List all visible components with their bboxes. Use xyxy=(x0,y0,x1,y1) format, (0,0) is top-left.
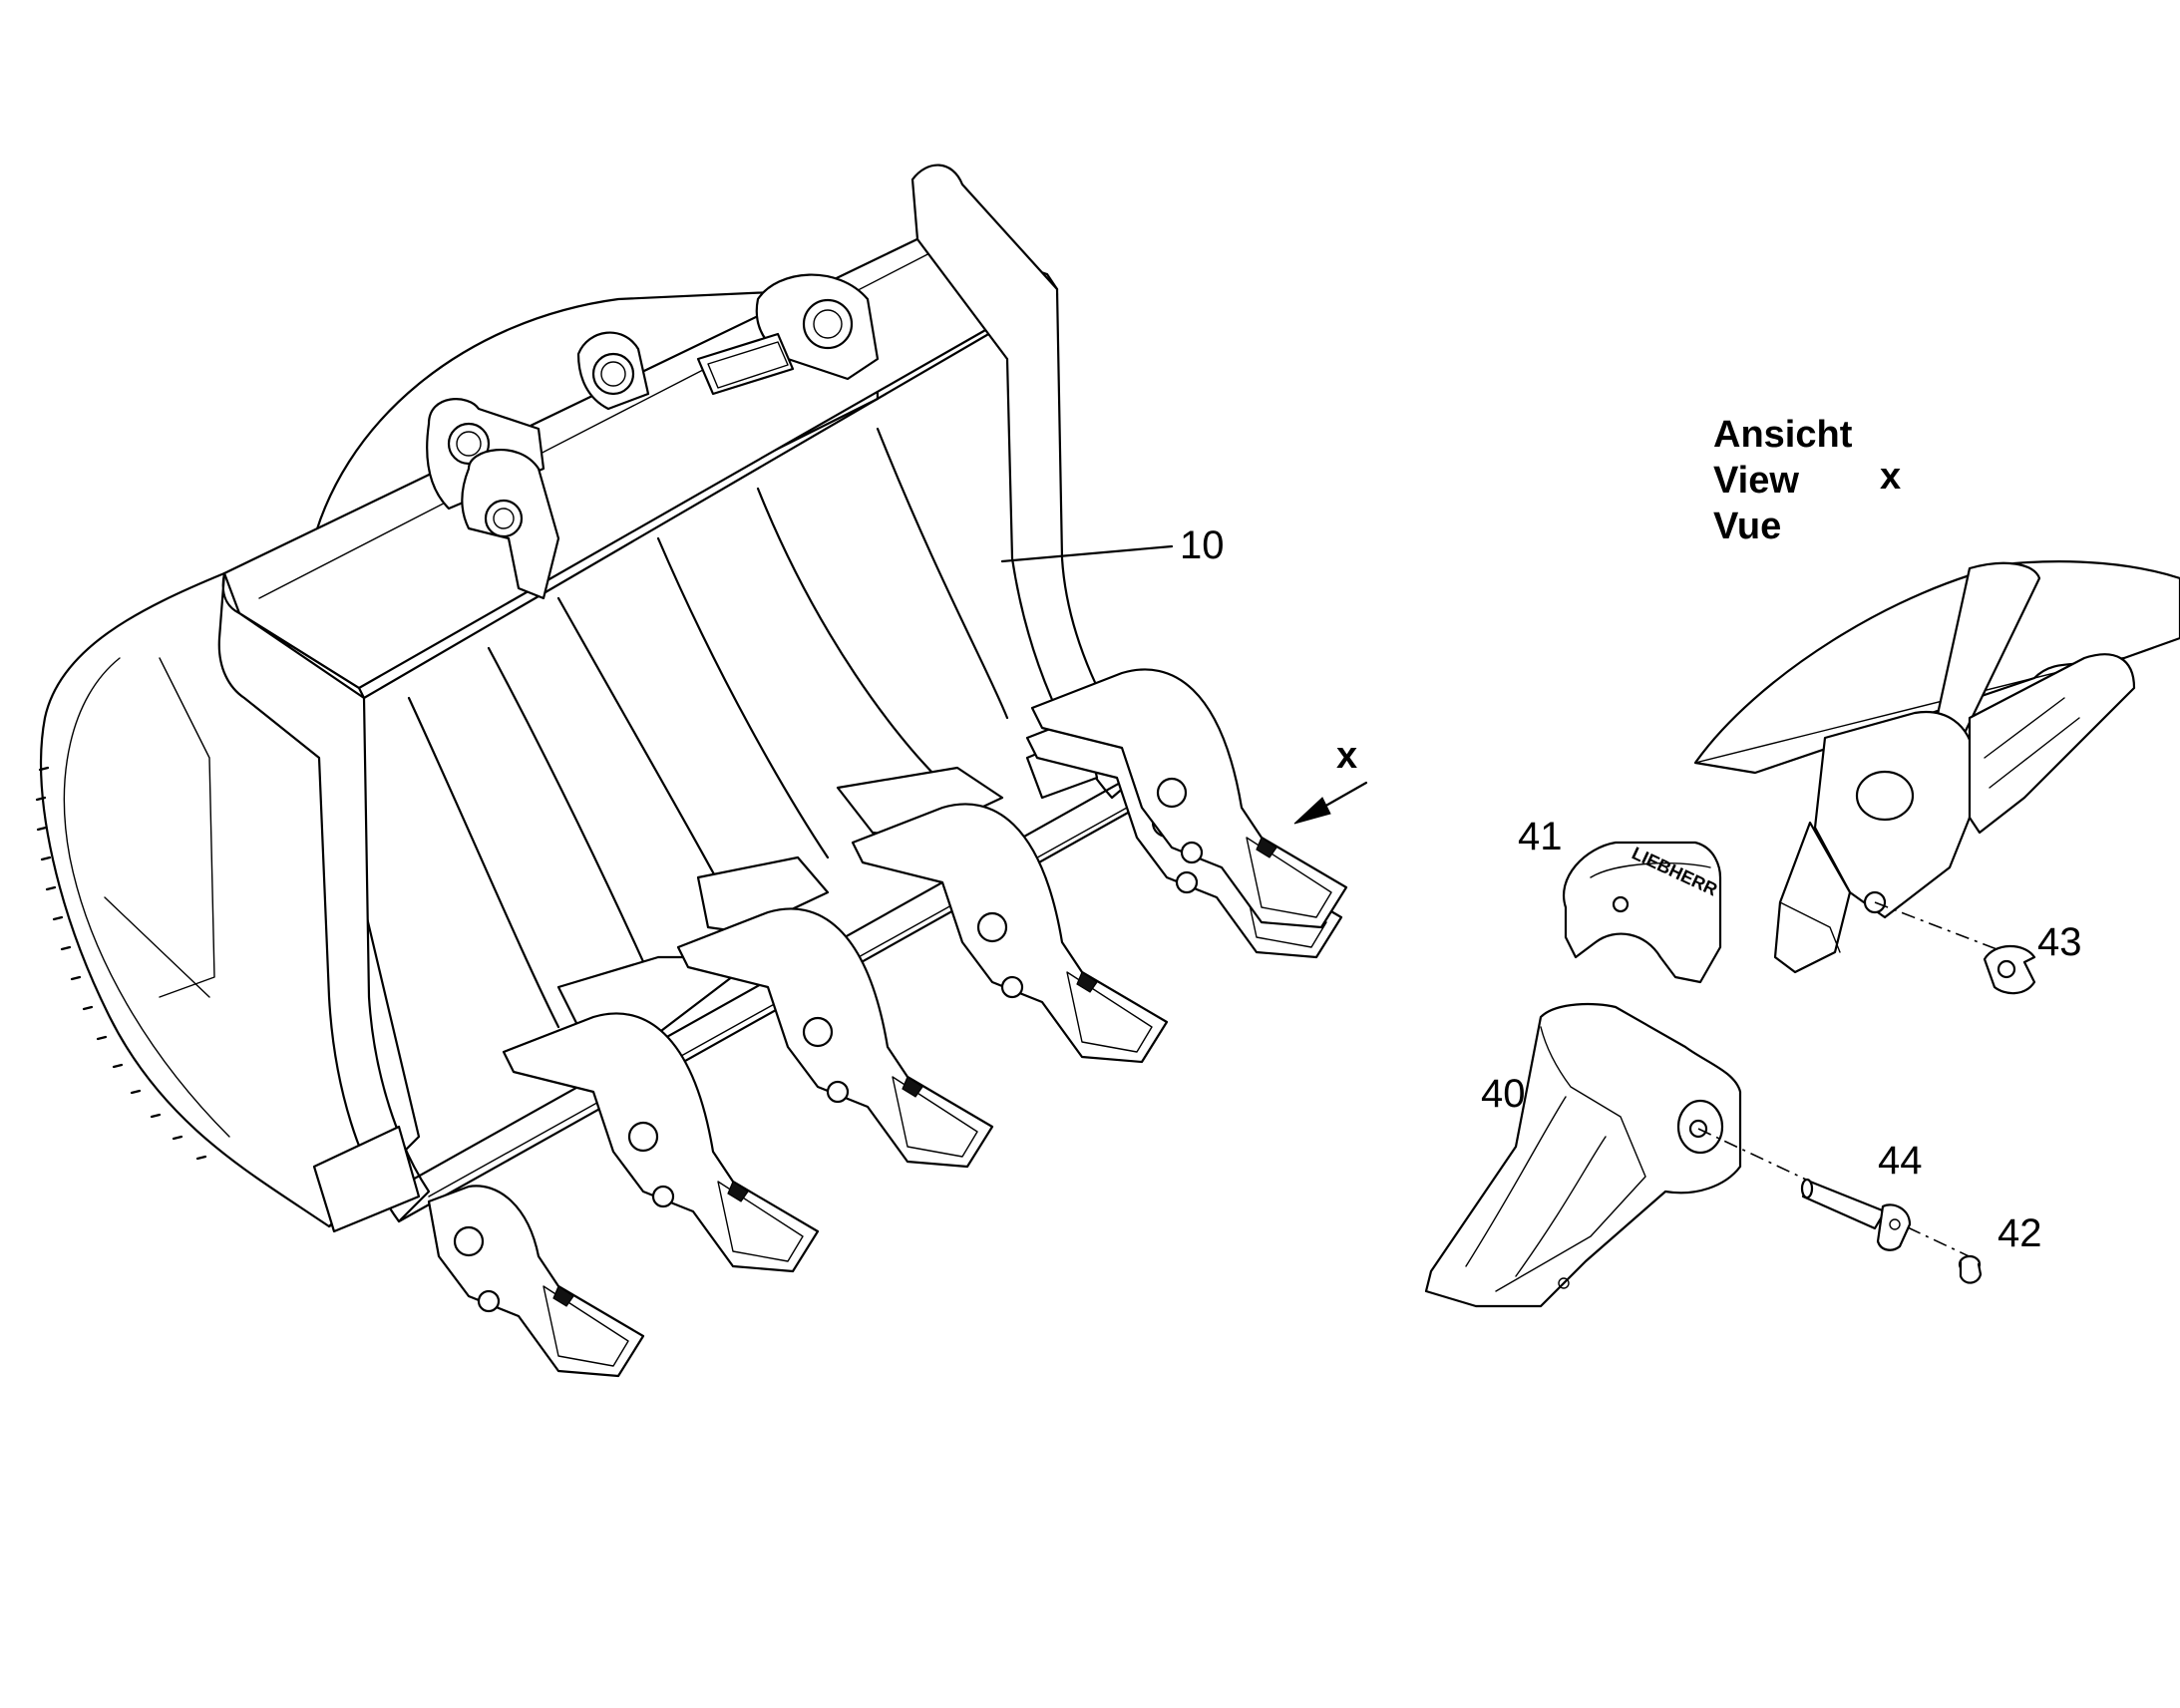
coupler-plate xyxy=(696,332,795,396)
view-label-ansicht: Ansicht xyxy=(1713,414,1853,456)
hinge-boss-right xyxy=(755,273,880,381)
callout-42: 42 xyxy=(1998,1211,2042,1255)
view-direction-arrow xyxy=(1293,781,1368,825)
hinge-boss-center xyxy=(576,331,650,411)
view-direction-mark: x xyxy=(1336,735,1357,777)
view-label-vue: Vue xyxy=(1713,506,1781,547)
bucket-assembly xyxy=(35,164,1149,1233)
pin-44 xyxy=(1800,1178,1912,1251)
retainer-cap-42 xyxy=(1958,1254,1983,1284)
bucket-tooth-3 xyxy=(676,907,994,1169)
callout-10: 10 xyxy=(1180,523,1225,567)
hinge-boss-left-2 xyxy=(461,448,560,600)
leader-line-10 xyxy=(1000,544,1174,563)
callout-41: 41 xyxy=(1518,815,1563,858)
bucket-tooth-1 xyxy=(427,1185,645,1378)
bucket-tooth-6 xyxy=(1030,668,1348,929)
lock-washer-43 xyxy=(1983,944,2036,995)
callout-40: 40 xyxy=(1481,1072,1526,1116)
view-label-mark: x xyxy=(1880,456,1901,498)
bucket-teeth xyxy=(427,668,1348,1378)
tooth-40 xyxy=(1424,1002,1742,1308)
bucket-side-plate-left xyxy=(40,571,421,1228)
side-cutter-left xyxy=(312,1125,421,1233)
adapter-detail-view xyxy=(1693,560,2180,974)
axis-line-43 xyxy=(1874,901,2005,953)
bucket-tooth-4 xyxy=(851,803,1169,1064)
callout-43: 43 xyxy=(2037,920,2082,964)
bucket-tooth-2 xyxy=(502,1012,820,1273)
callout-44: 44 xyxy=(1878,1139,1923,1183)
cover-41: LIEBHERR xyxy=(1563,841,1722,984)
view-label-view: View xyxy=(1713,460,1799,502)
